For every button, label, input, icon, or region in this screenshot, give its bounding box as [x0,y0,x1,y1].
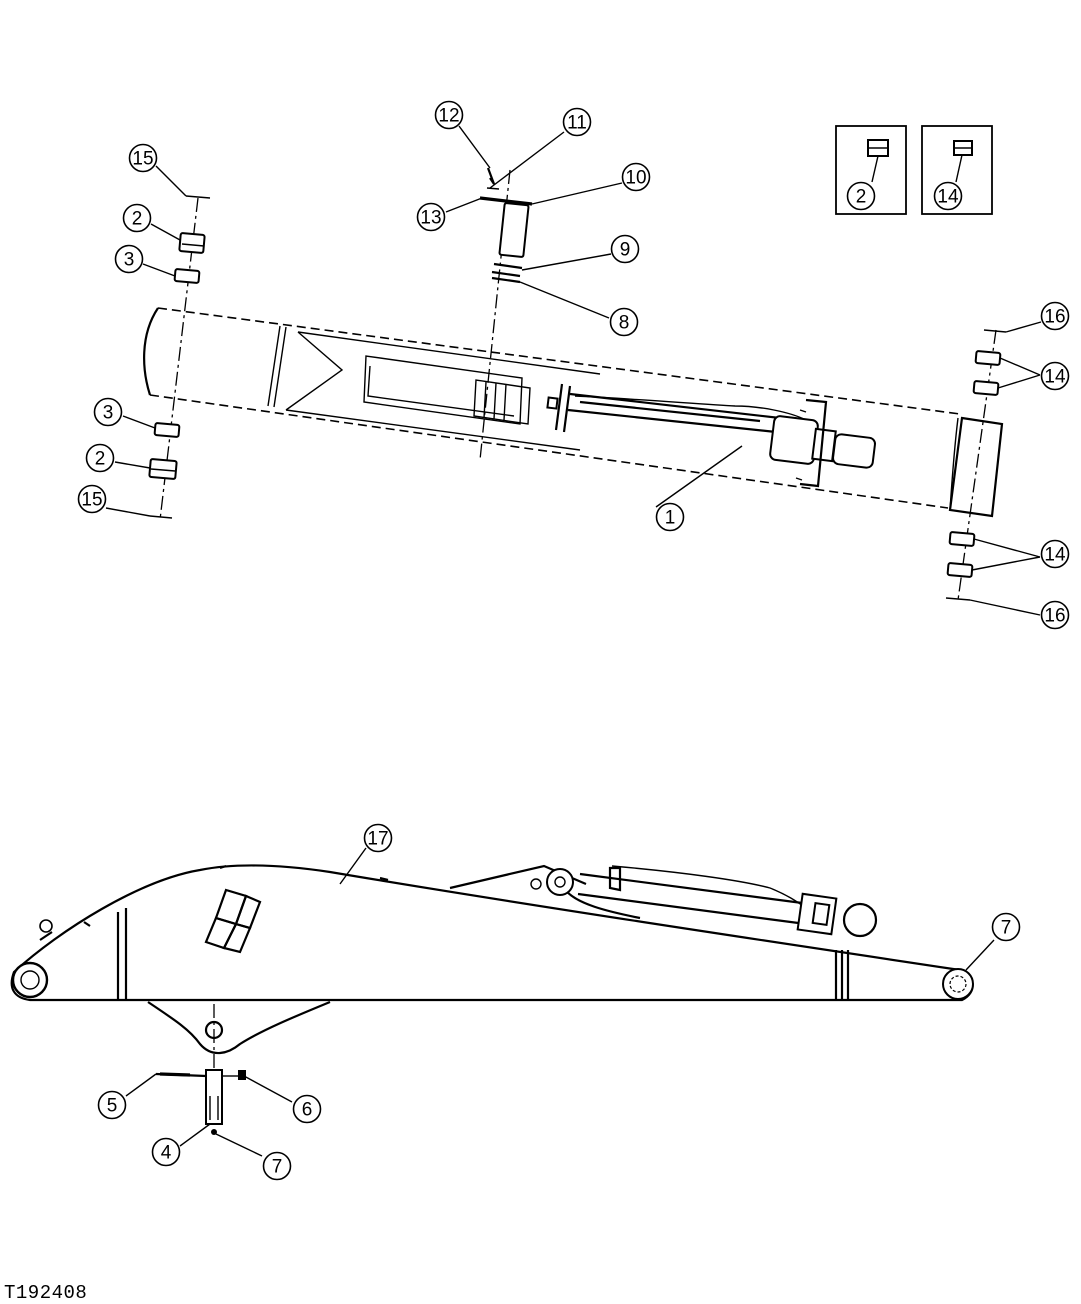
svg-text:16: 16 [1044,307,1065,328]
callout-1: 1 [655,502,685,532]
svg-text:14: 14 [1044,367,1066,388]
pin-10 [498,202,530,258]
figure-id: T192408 [4,1282,88,1304]
callout-14-upper: 14 [1040,361,1070,391]
callout-2-lower: 2 [85,443,115,473]
callout-2-detail: 2 [846,181,876,211]
svg-text:4: 4 [161,1143,172,1164]
boom-inner-frame [267,325,287,408]
assembled-boom-view [10,864,974,1135]
callout-3-upper: 3 [114,244,144,274]
callout-11: 11 [562,107,592,137]
grease-fitting-12 [486,167,496,185]
boom-cylinder [567,392,876,488]
svg-text:14: 14 [1044,545,1066,566]
callout-14-lower: 14 [1040,539,1070,569]
cylinder-bracket [554,383,572,433]
svg-text:6: 6 [302,1100,313,1121]
callout-12: 12 [434,100,464,130]
callout-14-detail: 14 [933,181,963,211]
shims-9 [491,262,523,284]
callout-10: 10 [621,162,651,192]
svg-text:15: 15 [132,149,153,170]
lower-leader-lines [125,847,995,1157]
right-pin-centerline [957,329,997,601]
svg-text:7: 7 [1001,918,1012,939]
callout-17: 17 [363,823,393,853]
callout-7-bracket: 7 [262,1151,292,1181]
bushing-2-lower [148,458,178,480]
boom-foot-boss [948,416,1004,518]
window-cutouts [204,888,262,954]
svg-text:2: 2 [856,187,867,208]
plate-10 [479,196,533,206]
svg-text:16: 16 [1044,606,1065,627]
exploded-boom-view [143,125,1007,601]
callout-16-lower: 16 [1040,600,1070,630]
callout-15-upper: 15 [128,143,158,173]
callout-5: 5 [97,1090,127,1120]
svg-text:5: 5 [107,1096,118,1117]
upper-leader-lines [105,125,1042,616]
lower-mount-bracket [147,1000,331,1055]
nut-6 [238,1070,246,1080]
svg-text:10: 10 [625,168,646,189]
callout-8: 8 [609,307,639,337]
svg-text:8: 8 [619,313,630,334]
svg-text:1: 1 [665,508,676,529]
bushing-14-upper-a [974,350,1002,366]
svg-text:3: 3 [124,250,135,271]
bushing-14-upper-b [972,380,1000,396]
svg-text:7: 7 [272,1157,283,1178]
shim-3-lower [153,422,181,438]
callout-6: 6 [292,1094,322,1124]
svg-text:2: 2 [132,209,143,230]
callout-4: 4 [151,1137,181,1167]
svg-text:14: 14 [937,187,959,208]
callout-2-upper: 2 [122,203,152,233]
svg-text:13: 13 [420,208,441,229]
boom-tube-outline [157,307,961,415]
svg-text:2: 2 [95,449,106,470]
callout-3-lower: 3 [93,397,123,427]
assembled-cylinder [577,865,878,938]
svg-text:15: 15 [81,490,102,511]
callout-13: 13 [416,202,446,232]
svg-text:12: 12 [438,106,459,127]
callout-15-lower: 15 [77,484,107,514]
svg-text:11: 11 [567,113,587,134]
svg-text:3: 3 [103,403,114,424]
callout-9: 9 [610,234,640,264]
bushing-14-lower-b [946,562,974,578]
bushing-14-lower-a [948,531,976,547]
boom-rib [116,908,128,1000]
callout-7-tip: 7 [991,912,1021,942]
bushing-2-upper [178,232,206,254]
center-pin-centerline [479,169,511,461]
svg-text:9: 9 [620,240,631,261]
fitting-7 [211,1129,217,1135]
shim-3-upper [173,268,201,284]
pin-assembly-4 [155,1069,246,1135]
svg-text:17: 17 [367,829,388,850]
callout-16-upper: 16 [1040,301,1070,331]
